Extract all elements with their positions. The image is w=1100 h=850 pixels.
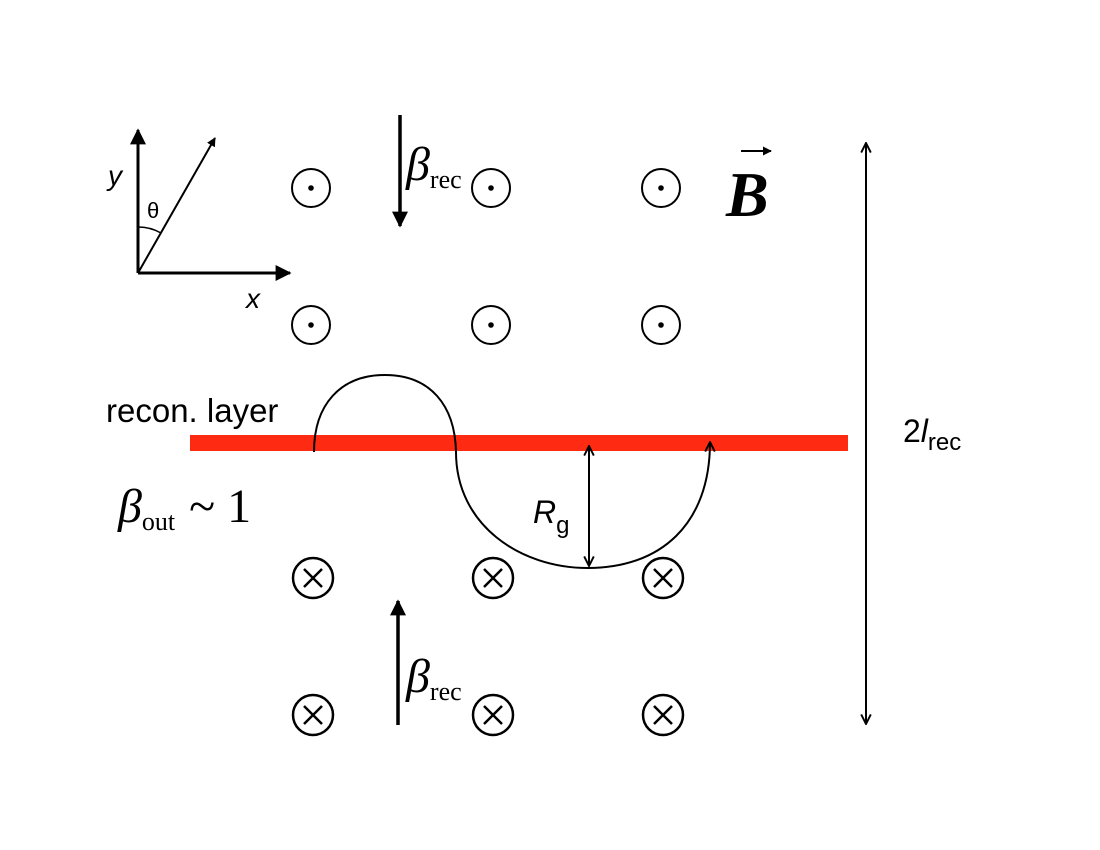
cross-circle-icon [291, 556, 335, 600]
thickness-label: 2lrec [903, 413, 961, 456]
beta-subscript: rec [430, 165, 462, 194]
beta-subscript: rec [430, 677, 462, 706]
dot-circle-icon [641, 168, 681, 208]
field-label: B [725, 146, 772, 230]
beta-symbol: β [405, 138, 430, 191]
y-axis-label: y [106, 160, 124, 191]
gyroradius-label: Rg [533, 494, 569, 539]
coordinate-axes: y x θ [106, 128, 292, 314]
theta-label: θ [147, 198, 159, 223]
dot-circle-icon [471, 305, 511, 345]
inflow-bottom-label: βrec [405, 650, 462, 706]
cross-circle-icon [641, 693, 685, 737]
reconnection-layer-bar [190, 435, 848, 451]
field-symbol: B [725, 159, 769, 230]
field-out-of-page [291, 168, 681, 345]
cross-circle-icon [471, 556, 515, 600]
inflow-top: βrec [392, 115, 462, 228]
outflow-relation: ~ 1 [189, 480, 251, 533]
dot-circle-icon [641, 305, 681, 345]
outflow-subscript: out [142, 507, 176, 536]
thickness-subscript: rec [928, 429, 961, 456]
field-into-page [291, 556, 685, 737]
outflow-symbol: β [117, 480, 142, 533]
cross-circle-icon [471, 693, 515, 737]
gyroradius-symbol: R [533, 494, 556, 530]
dot-circle-icon [471, 168, 511, 208]
cross-circle-icon [641, 556, 685, 600]
beta-symbol: β [405, 650, 430, 703]
thickness-symbol: l [921, 413, 929, 449]
thickness-prefix: 2 [903, 413, 921, 449]
dot-circle-icon [291, 168, 331, 208]
outflow-label: βout ~ 1 [117, 480, 251, 536]
inflow-top-label: βrec [405, 138, 462, 194]
layer-label: recon. layer [106, 392, 278, 429]
theta-arc [137, 226, 162, 234]
cross-circle-icon [291, 693, 335, 737]
angle-direction-arrow [137, 137, 216, 274]
gyroradius-subscript: g [556, 512, 569, 539]
dot-circle-icon [291, 305, 331, 345]
particle-trajectory [313, 373, 710, 570]
x-axis-label: x [244, 283, 261, 314]
inflow-bottom: βrec [390, 599, 462, 725]
layer-thickness: 2lrec [866, 143, 961, 724]
gyroradius: Rg [533, 446, 589, 566]
